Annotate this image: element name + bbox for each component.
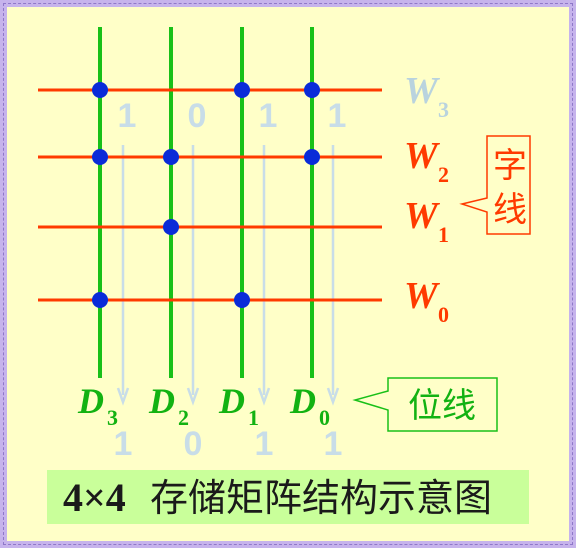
storage-node: [163, 219, 179, 235]
data-label-D2: D: [148, 381, 175, 421]
bottom-bit-values: 1 0 1 1: [114, 425, 343, 463]
storage-node: [304, 149, 320, 165]
caption-size: 4×4: [63, 475, 126, 520]
word-line-callout-char2: 线: [493, 190, 527, 230]
bit-line-callout-text: 位线: [408, 386, 476, 426]
word-label-sub-3: 3: [438, 97, 449, 122]
data-label-sub-1: 1: [248, 405, 259, 430]
data-label-D0: D: [289, 381, 316, 421]
top-bit-0: 1: [118, 97, 137, 135]
data-label-sub-3: 3: [107, 405, 118, 430]
top-bit-2: 1: [259, 97, 278, 135]
sense-arrow-3: [326, 387, 340, 406]
storage-node: [163, 149, 179, 165]
word-label-W0: W: [404, 275, 441, 317]
caption: 4×4 存储矩阵结构示意图: [47, 470, 529, 524]
top-bit-values: 1 0 1 1: [118, 97, 347, 135]
word-line-callout-char1: 字: [493, 146, 527, 186]
top-bit-3: 1: [328, 97, 347, 135]
word-line-callout: 字 线: [459, 135, 531, 235]
top-bit-1: 0: [188, 97, 207, 135]
word-label-W3: W: [404, 70, 441, 112]
word-label-sub-0: 0: [438, 302, 449, 327]
bottom-bit-1: 0: [184, 425, 203, 463]
storage-node: [234, 82, 250, 98]
word-label-sub-2: 2: [438, 162, 449, 187]
word-label-W2: W: [404, 135, 441, 177]
sense-arrow-1: [186, 387, 200, 406]
bit-line-callout: 位线: [352, 377, 498, 432]
bottom-bit-0: 1: [114, 425, 133, 463]
data-label-D1: D: [218, 381, 245, 421]
word-label-W1: W: [404, 195, 441, 237]
word-label-sub-1: 1: [438, 222, 449, 247]
storage-node: [304, 82, 320, 98]
bottom-bit-3: 1: [324, 425, 343, 463]
storage-node: [234, 292, 250, 308]
storage-nodes: [92, 82, 320, 308]
caption-title: 存储矩阵结构示意图: [150, 476, 492, 520]
caption-background: [47, 470, 529, 524]
data-label-D3: D: [77, 381, 104, 421]
sense-lines: [116, 145, 340, 406]
data-label-sub-2: 2: [178, 405, 189, 430]
storage-node: [92, 82, 108, 98]
bit-lines: [98, 27, 314, 378]
sense-arrow-0: [116, 387, 130, 406]
data-label-sub-0: 0: [319, 405, 330, 430]
sense-arrow-2: [257, 387, 271, 406]
storage-node: [92, 292, 108, 308]
bottom-bit-2: 1: [255, 425, 274, 463]
storage-node: [92, 149, 108, 165]
